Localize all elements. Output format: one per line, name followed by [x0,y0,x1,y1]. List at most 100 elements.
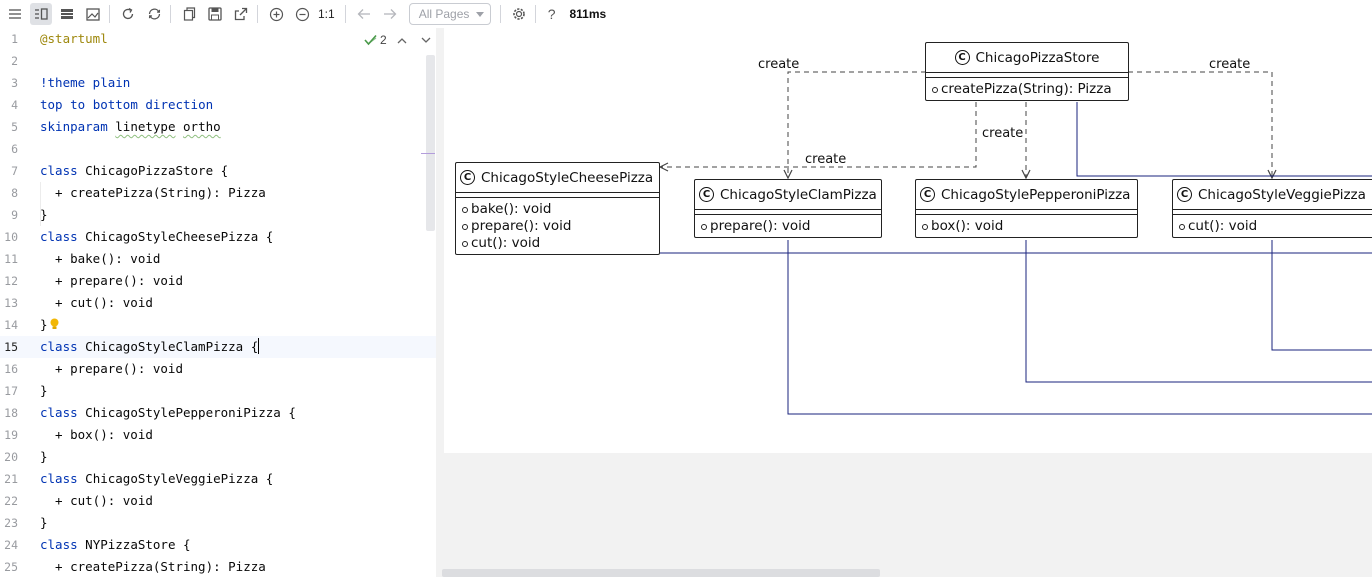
code-line[interactable]: 22 + cut(): void [0,490,436,512]
chevron-down-icon[interactable] [421,37,431,44]
refresh-icon[interactable] [117,3,139,25]
pages-select-value: All Pages [418,7,470,21]
relation-line-clam [787,240,1372,415]
image-icon[interactable] [82,3,104,25]
toolbar-divider [344,5,346,23]
diagram-canvas: create create create create C ChicagoPiz… [444,28,1372,453]
inspections-widget[interactable]: 2 [364,33,431,47]
relationship-lines [444,71,1372,415]
code-line[interactable]: 3!theme plain [0,72,436,94]
pages-select[interactable]: All Pages [408,3,491,25]
code-line[interactable]: 9} [0,204,436,226]
code-line[interactable]: 17} [0,380,436,402]
method-signature: bake(): void [471,201,552,217]
code-line[interactable]: 13 + cut(): void [0,292,436,314]
code-line[interactable]: 6 [0,138,436,160]
attributes-compartment [456,193,659,198]
method-signature: prepare(): void [471,218,572,234]
code-line[interactable]: 19 + box(): void [0,424,436,446]
next-page-icon[interactable] [379,3,401,25]
code-line[interactable]: 2 [0,50,436,72]
attributes-compartment [695,210,881,215]
line-number: 14 [4,318,18,332]
previous-page-icon[interactable] [353,3,375,25]
code-text: + prepare(): void [40,273,183,288]
toolbar-divider [499,5,501,23]
code-text: } [40,449,48,464]
line-number: 8 [11,186,18,200]
code-line[interactable]: 1@startuml [0,28,436,50]
editor-only-icon[interactable] [4,3,26,25]
help-button[interactable]: ? [547,6,556,22]
code-text: class ChicagoPizzaStore { [40,163,229,178]
edge-label-create: create [982,126,1024,141]
line-number: 21 [4,472,18,486]
editor-scrollbar[interactable] [426,55,435,231]
line-number: 7 [11,164,18,178]
editor-and-preview-icon[interactable] [30,3,52,25]
code-text: + bake(): void [40,251,161,266]
code-line[interactable]: 11 + bake(): void [0,248,436,270]
save-icon[interactable] [204,3,226,25]
class-badge-icon: C [954,50,970,65]
method: prepare(): void [462,218,659,235]
open-external-icon[interactable] [230,3,252,25]
code-line[interactable]: 8 + createPizza(String): Pizza [0,182,436,204]
sync-icon[interactable] [143,3,165,25]
class-chicagostylepepperonipizza[interactable]: C ChicagoStylePepperoniPizza box(): void [915,179,1138,238]
line-number: 13 [4,296,18,310]
class-chicagopizzastore[interactable]: C ChicagoPizzaStore createPizza(String):… [925,42,1129,101]
line-number: 6 [11,142,18,156]
line-number: 24 [4,538,18,552]
chevron-up-icon[interactable] [397,37,407,44]
copy-icon[interactable] [178,3,200,25]
public-visibility-icon [462,206,468,213]
preview-only-icon[interactable] [56,3,78,25]
code-line[interactable]: 20} [0,446,436,468]
lightbulb-icon[interactable] [49,318,60,329]
code-line[interactable]: 16 + prepare(): void [0,358,436,380]
methods-compartment: bake(): void prepare(): void cut(): void [456,198,659,254]
line-number: 1 [11,32,18,46]
class-chicagostyleveggiepizza[interactable]: C ChicagoStyleVeggiePizza cut(): void [1172,179,1372,238]
line-number: 4 [11,98,18,112]
line-number: 3 [11,76,18,90]
code-text: } [40,515,48,530]
edge-label-create: create [805,152,847,167]
checkmark-icon [364,34,377,46]
code-line[interactable]: 23} [0,512,436,534]
method: bake(): void [462,201,659,218]
line-number: 17 [4,384,18,398]
attributes-compartment [916,210,1137,215]
diagram-horizontal-scrollbar[interactable] [442,569,880,577]
code-line[interactable]: 14} [0,314,436,336]
public-visibility-icon [462,240,468,247]
zoom-out-icon[interactable] [291,3,313,25]
actual-size-button[interactable]: 1:1 [318,7,335,21]
method-signature: cut(): void [471,235,541,251]
line-number: 20 [4,450,18,464]
indent-guide [40,182,41,226]
code-line[interactable]: 12 + prepare(): void [0,270,436,292]
class-chicagostylecheesepizza[interactable]: C ChicagoStyleCheesePizza bake(): void p… [455,162,660,255]
method: cut(): void [462,235,659,252]
methods-compartment: createPizza(String): Pizza [926,78,1128,100]
zoom-in-icon[interactable] [265,3,287,25]
attributes-compartment [926,73,1128,78]
code-line[interactable]: 25 + createPizza(String): Pizza [0,556,436,577]
settings-gear-icon[interactable] [508,3,530,25]
method-signature: box(): void [931,218,1004,234]
code-text: + box(): void [40,427,153,442]
code-line[interactable]: 7 class ChicagoPizzaStore { [0,160,436,182]
method: prepare(): void [701,218,881,235]
line-number: 22 [4,494,18,508]
class-chicagostyleclampizza[interactable]: C ChicagoStyleClamPizza prepare(): void [694,179,882,238]
